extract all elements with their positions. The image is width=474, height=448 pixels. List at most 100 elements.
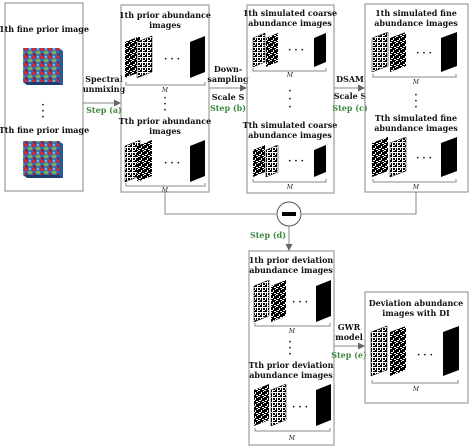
svg-text:·: · bbox=[288, 344, 291, 354]
abundance-map-icon bbox=[372, 136, 457, 178]
svg-text:·: · bbox=[163, 100, 166, 110]
svg-text:·: · bbox=[41, 107, 44, 117]
prior-abundance-brace-label-bottom: M bbox=[161, 187, 169, 194]
output-brace-label: M bbox=[412, 386, 420, 393]
fine-brace-label-top: M bbox=[412, 79, 420, 86]
deviation-brace-label-top: M bbox=[288, 328, 296, 335]
coarse-dots-row-1: · · · bbox=[288, 46, 304, 56]
prior-abundance-label-top-1: 1th prior abundance bbox=[119, 10, 211, 20]
deviation-brace-top bbox=[254, 323, 331, 327]
step-e-label: Step (e) bbox=[331, 350, 367, 360]
abundance-map-icon bbox=[253, 279, 331, 323]
difference-connector: Step (d) bbox=[164, 192, 417, 251]
step-b-label: Step (b) bbox=[210, 103, 246, 113]
simulated-coarse-frame bbox=[246, 4, 335, 194]
arrow-dsam: DSAM Scale S Step (c) bbox=[332, 74, 368, 113]
svg-text:·: · bbox=[288, 103, 291, 113]
minus-circle-icon bbox=[276, 201, 302, 227]
abundance-map-icon bbox=[253, 144, 326, 178]
input-box-frame bbox=[4, 2, 84, 192]
prior-deviation-frame bbox=[248, 250, 335, 446]
arrow-a-label-2: unmixing bbox=[83, 84, 126, 94]
input-images-box: 1th fine prior image · · · Tth fine prio… bbox=[0, 2, 89, 192]
arrow-c-label-2: Scale S bbox=[334, 91, 367, 101]
arrow-a-label-1: Spectral bbox=[85, 74, 122, 84]
deviation-with-di-frame bbox=[364, 291, 469, 404]
deviation-label-bottom-2: abundance images bbox=[249, 370, 333, 380]
input-label-top: 1th fine prior image bbox=[0, 24, 89, 34]
simulated-fine-box: 1th simulated fine abundance images · · … bbox=[364, 3, 469, 193]
deviation-dots-row-2: · · · bbox=[292, 403, 308, 413]
connector-right bbox=[302, 192, 417, 215]
abundance-map-icon bbox=[252, 32, 326, 68]
deviation-brace-bottom bbox=[254, 428, 331, 432]
arrow-c-label-1: DSAM bbox=[336, 74, 364, 84]
prior-deviation-box: 1th prior deviation abundance images · ·… bbox=[248, 250, 335, 446]
output-label-2: images with DI bbox=[382, 308, 450, 318]
svg-text:·: · bbox=[41, 113, 44, 123]
abundance-map-icon bbox=[124, 139, 205, 183]
coarse-label-top-2: abundance images bbox=[248, 18, 332, 28]
output-dots-row: · · · bbox=[417, 351, 433, 361]
coarse-brace-bottom bbox=[252, 179, 327, 183]
deviation-dots-row-1: · · · bbox=[292, 298, 308, 308]
fine-label-top-1: 1th simulated fine bbox=[375, 8, 457, 18]
simulated-coarse-box: 1th simulated coarse abundance images · … bbox=[243, 4, 338, 194]
svg-text:·: · bbox=[288, 350, 291, 360]
fine-dots-row-1: · · · bbox=[416, 49, 432, 59]
svg-text:·: · bbox=[288, 87, 291, 97]
arrow-down-sampling: Down- sampling Scale S Step (b) bbox=[207, 64, 249, 113]
step-d-label: Step (d) bbox=[250, 230, 286, 240]
arrow-e-label-1: GWR bbox=[338, 322, 361, 332]
prior-abundance-box: 1th prior abundance images · · · M · · ·… bbox=[119, 4, 211, 194]
svg-text:·: · bbox=[414, 103, 417, 113]
fine-brace-bottom bbox=[372, 179, 457, 183]
prior-abundance-label-bottom-1: Tth prior abundance bbox=[119, 116, 211, 126]
step-a-label: Step (a) bbox=[86, 105, 122, 115]
coarse-label-top-1: 1th simulated coarse bbox=[243, 8, 337, 18]
abundance-map-icon bbox=[371, 31, 457, 73]
svg-text:·: · bbox=[288, 95, 291, 105]
prior-abundance-brace-top bbox=[125, 82, 206, 86]
abundance-map-icon bbox=[370, 325, 459, 377]
output-label-1: Deviation abundance bbox=[369, 298, 464, 308]
arrow-gwr-model: GWR model Step (e) bbox=[331, 322, 367, 360]
prior-abundance-dots-row-2: · · · bbox=[164, 159, 180, 169]
fine-brace-label-bottom: M bbox=[412, 184, 420, 191]
fine-label-bottom-2: abundance images bbox=[374, 123, 458, 133]
deviation-brace-label-bottom: M bbox=[288, 435, 296, 442]
fine-label-top-2: abundance images bbox=[374, 18, 458, 28]
prior-abundance-label-bottom-2: images bbox=[149, 126, 181, 136]
abundance-map-icon bbox=[125, 35, 205, 79]
deviation-with-di-box: Deviation abundance images with DI · · ·… bbox=[364, 291, 469, 404]
abundance-map-icon bbox=[254, 383, 331, 427]
arrow-e-label-2: model bbox=[335, 332, 363, 342]
coarse-brace-top bbox=[252, 68, 327, 72]
svg-text:·: · bbox=[288, 338, 291, 348]
input-label-bottom: Tth fine prior image bbox=[0, 125, 89, 135]
step-c-label: Step (c) bbox=[332, 103, 368, 113]
deviation-label-top-2: abundance images bbox=[249, 265, 333, 275]
coarse-label-bottom-2: abundance images bbox=[248, 130, 332, 140]
satellite-image-icon bbox=[23, 48, 63, 85]
arrow-spectral-unmixing: Spectral unmixing Step (a) bbox=[83, 74, 126, 115]
coarse-brace-label-top: M bbox=[286, 72, 294, 79]
svg-text:·: · bbox=[163, 94, 166, 104]
prior-abundance-brace-bottom bbox=[125, 183, 206, 187]
coarse-label-bottom-1: Tth simulated coarse bbox=[243, 120, 338, 130]
fine-label-bottom-1: Tth simulated fine bbox=[375, 113, 457, 123]
prior-abundance-label-top-2: images bbox=[149, 20, 181, 30]
svg-text:·: · bbox=[414, 97, 417, 107]
output-brace bbox=[371, 380, 459, 384]
fine-brace-top bbox=[372, 74, 457, 78]
arrow-b-label-1: Down- bbox=[214, 64, 242, 74]
fine-dots-row-2: · · · bbox=[416, 154, 432, 164]
arrow-b-label-2: sampling bbox=[207, 74, 249, 84]
svg-text:·: · bbox=[163, 106, 166, 116]
coarse-brace-label-bottom: M bbox=[286, 184, 294, 191]
input-vertical-dots: · bbox=[41, 101, 44, 111]
satellite-image-icon bbox=[23, 141, 63, 178]
coarse-dots-row-2: · · · bbox=[288, 157, 304, 167]
